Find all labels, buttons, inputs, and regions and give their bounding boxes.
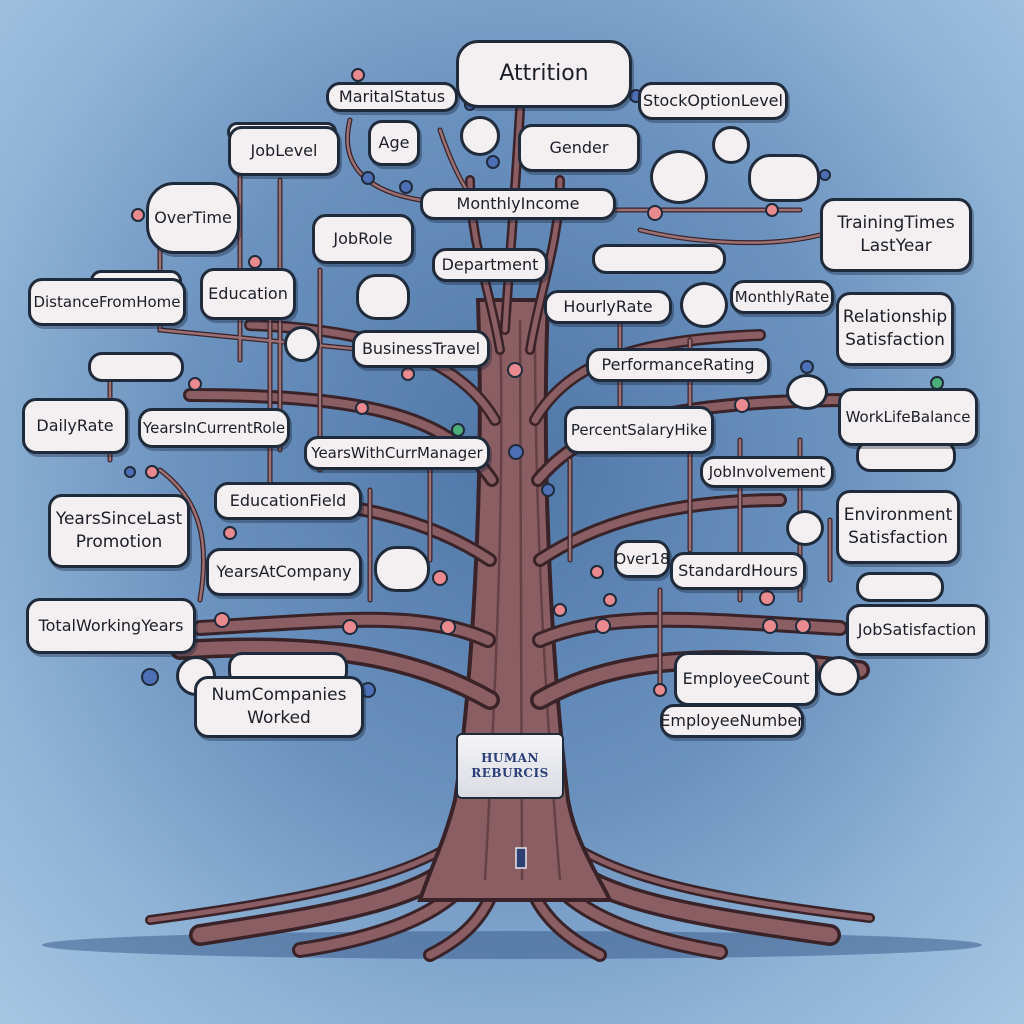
promotion-line-1: YearsSinceLast <box>55 509 183 530</box>
node-years-since-last-promotion: YearsSinceLast Promotion <box>48 494 190 568</box>
node-percent-salary-hike: PercentSalaryHike <box>564 406 714 454</box>
blank-bubble <box>786 510 824 546</box>
node-performance-rating: PerformanceRating <box>586 348 770 382</box>
promotion-line-2: Promotion <box>75 532 163 552</box>
node-total-working-years: TotalWorkingYears <box>26 598 196 654</box>
num-companies-line-2: Worked <box>247 708 311 728</box>
blank-bubble <box>748 154 820 202</box>
node-standard-hours: StandardHours <box>670 552 806 590</box>
node-job-satisfaction: JobSatisfaction <box>846 604 988 656</box>
trunk-band-line-1: HUMAN <box>481 751 539 765</box>
blank-bubble <box>818 656 860 696</box>
node-over18: Over18 <box>614 540 670 578</box>
node-gender: Gender <box>518 124 640 172</box>
trunk-tag <box>515 847 527 869</box>
node-business-travel: BusinessTravel <box>352 330 490 368</box>
node-work-life-balance: WorkLifeBalance <box>838 388 978 446</box>
node-education-field: EducationField <box>214 482 362 520</box>
node-hourly-rate: HourlyRate <box>544 290 672 324</box>
node-job-role: JobRole <box>312 214 414 264</box>
node-education: Education <box>200 268 296 320</box>
blank-bubble <box>374 546 430 592</box>
blank-bubble <box>284 326 320 362</box>
trunk <box>417 298 614 902</box>
node-job-level: JobLevel <box>228 126 340 176</box>
blank-bubble <box>592 244 726 274</box>
branches-fill <box>173 107 867 707</box>
blank-bubble <box>356 274 410 320</box>
blank-bubble <box>460 116 500 156</box>
ground-shadow <box>42 931 982 959</box>
environment-line-2: Satisfaction <box>848 528 948 548</box>
blank-bubble <box>786 374 828 410</box>
node-age: Age <box>368 120 420 166</box>
trunk-band-line-2: REBURCIS <box>471 766 549 780</box>
node-distance-from-home: DistanceFromHome <box>28 278 186 326</box>
training-line-2: LastYear <box>860 236 932 256</box>
relationship-line-1: Relationship <box>842 307 948 328</box>
blank-bubble <box>680 282 728 328</box>
node-department: Department <box>432 248 548 282</box>
training-line-1: TrainingTimes <box>837 213 955 234</box>
blank-bubble <box>712 126 750 164</box>
node-relationship-satisfaction: Relationship Satisfaction <box>836 292 954 366</box>
node-num-companies-worked: NumCompanies Worked <box>194 676 364 738</box>
node-attrition: Attrition <box>456 40 632 108</box>
node-stock-option-level: StockOptionLevel <box>638 82 788 120</box>
node-daily-rate: DailyRate <box>22 398 128 454</box>
node-years-at-company: YearsAtCompany <box>206 548 362 596</box>
node-over-time: OverTime <box>146 182 240 254</box>
node-job-involvement: JobInvolvement <box>700 456 834 488</box>
environment-line-1: Environment <box>843 505 953 526</box>
node-environment-satisfaction: Environment Satisfaction <box>836 490 960 564</box>
blank-bubble <box>650 150 708 204</box>
node-monthly-rate: MonthlyRate <box>730 280 834 314</box>
node-training-times-last-year: TrainingTimes LastYear <box>820 198 972 272</box>
node-employee-count: EmployeeCount <box>674 652 818 706</box>
node-monthly-income: MonthlyIncome <box>420 188 616 220</box>
relationship-line-2: Satisfaction <box>845 330 945 350</box>
node-years-in-current-role: YearsInCurrentRole <box>138 408 290 448</box>
trunk-band-label: HUMAN REBURCIS <box>456 733 564 799</box>
blank-bubble <box>88 352 184 382</box>
blank-bubble <box>856 572 944 602</box>
node-employee-number: EmployeeNumber <box>660 704 804 738</box>
num-companies-line-1: NumCompanies <box>211 685 347 706</box>
node-years-with-curr-manager: YearsWithCurrManager <box>304 436 490 470</box>
node-marital-status: MaritalStatus <box>326 82 458 112</box>
joint-dots <box>124 68 944 698</box>
